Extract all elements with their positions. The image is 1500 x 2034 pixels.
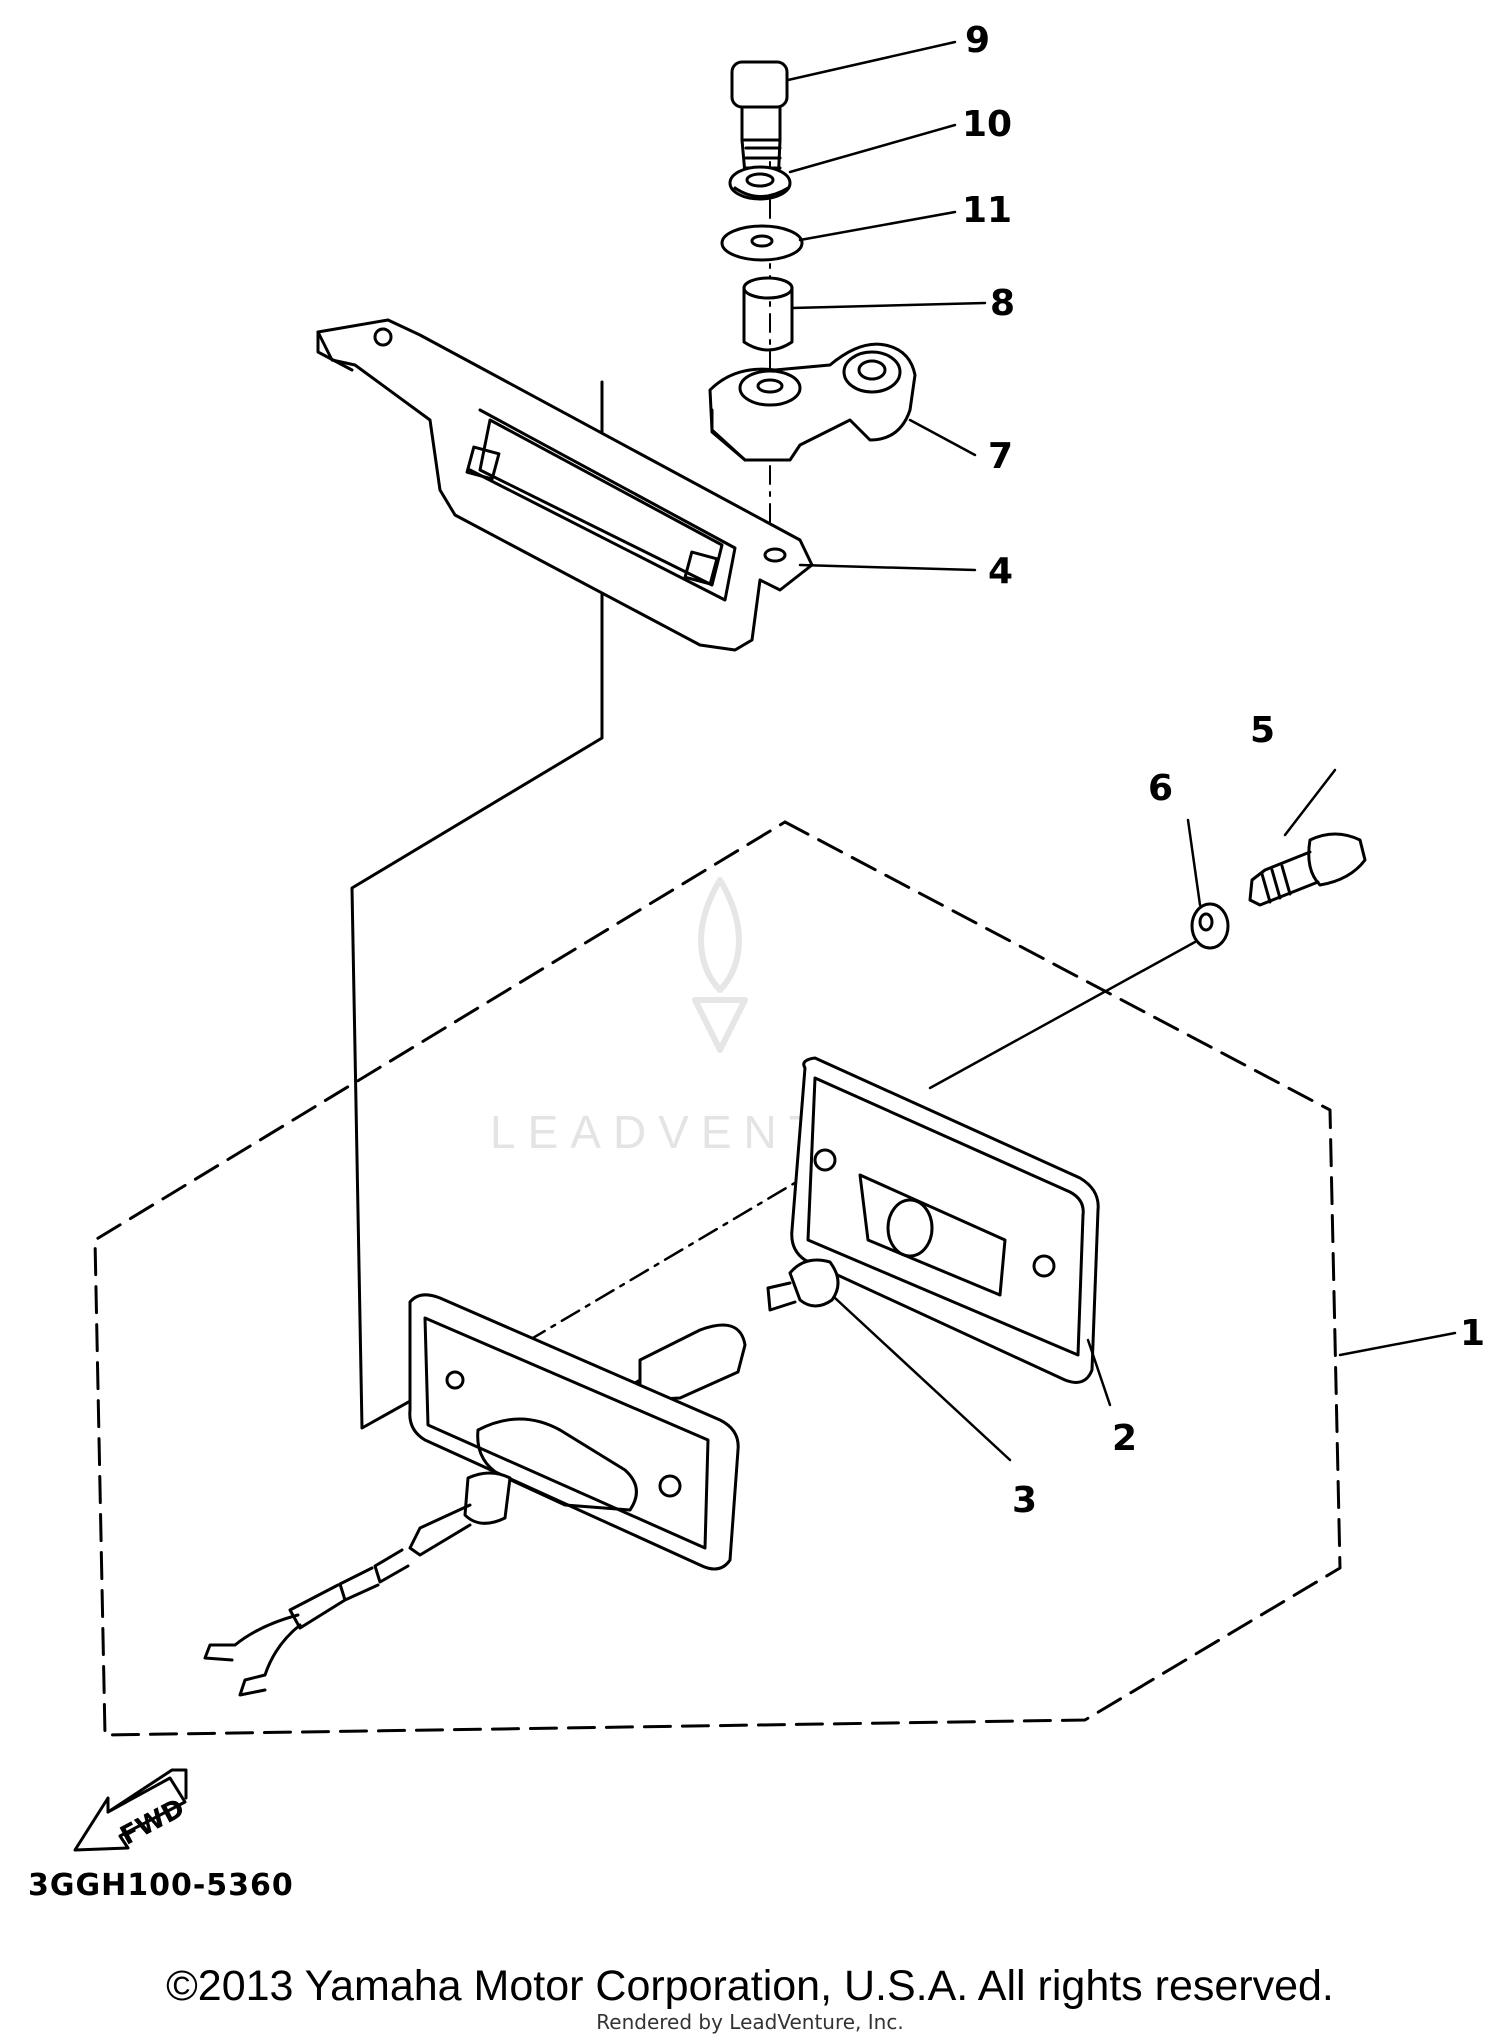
socket-and-wiring xyxy=(203,1293,747,1697)
diagram-code: 3GGH100-5360 xyxy=(28,1868,294,1903)
callout-2: 2 xyxy=(1112,1418,1137,1459)
bulb-part-3 xyxy=(766,1258,840,1312)
flat-washer-part-11 xyxy=(720,224,804,262)
lens-part-2 xyxy=(790,1056,1100,1384)
callout-3: 3 xyxy=(1012,1480,1037,1521)
callout-8: 8 xyxy=(990,283,1015,324)
screw-part-5 xyxy=(1248,832,1367,907)
lens-axis xyxy=(928,940,1197,1090)
callout-5: 5 xyxy=(1250,710,1275,751)
rendered-by-notice: Rendered by LeadVenture, Inc. xyxy=(596,2010,904,2034)
callout-11: 11 xyxy=(962,190,1012,231)
callout-6: 6 xyxy=(1148,768,1173,809)
fwd-arrow-icon xyxy=(73,1768,188,1852)
reference-line xyxy=(350,380,604,1430)
washer-part-6 xyxy=(1190,902,1230,950)
leader-lines xyxy=(786,40,1457,1462)
watermark-logo xyxy=(692,877,748,1053)
stay-part-7 xyxy=(708,342,917,462)
lock-washer-part-10 xyxy=(728,165,792,201)
callout-7: 7 xyxy=(988,436,1013,477)
copyright-notice: ©2013 Yamaha Motor Corporation, U.S.A. A… xyxy=(166,1962,1334,2010)
callout-4: 4 xyxy=(988,551,1013,592)
assembly-outline xyxy=(93,820,1342,1737)
callout-labels: 9 10 11 8 7 4 5 6 1 2 3 FWD xyxy=(116,20,1486,1852)
callout-10: 10 xyxy=(962,104,1012,145)
collar-part-8 xyxy=(742,276,794,352)
callout-1: 1 xyxy=(1460,1313,1485,1354)
callout-9: 9 xyxy=(965,20,990,61)
bracket-part-4 xyxy=(316,318,814,652)
